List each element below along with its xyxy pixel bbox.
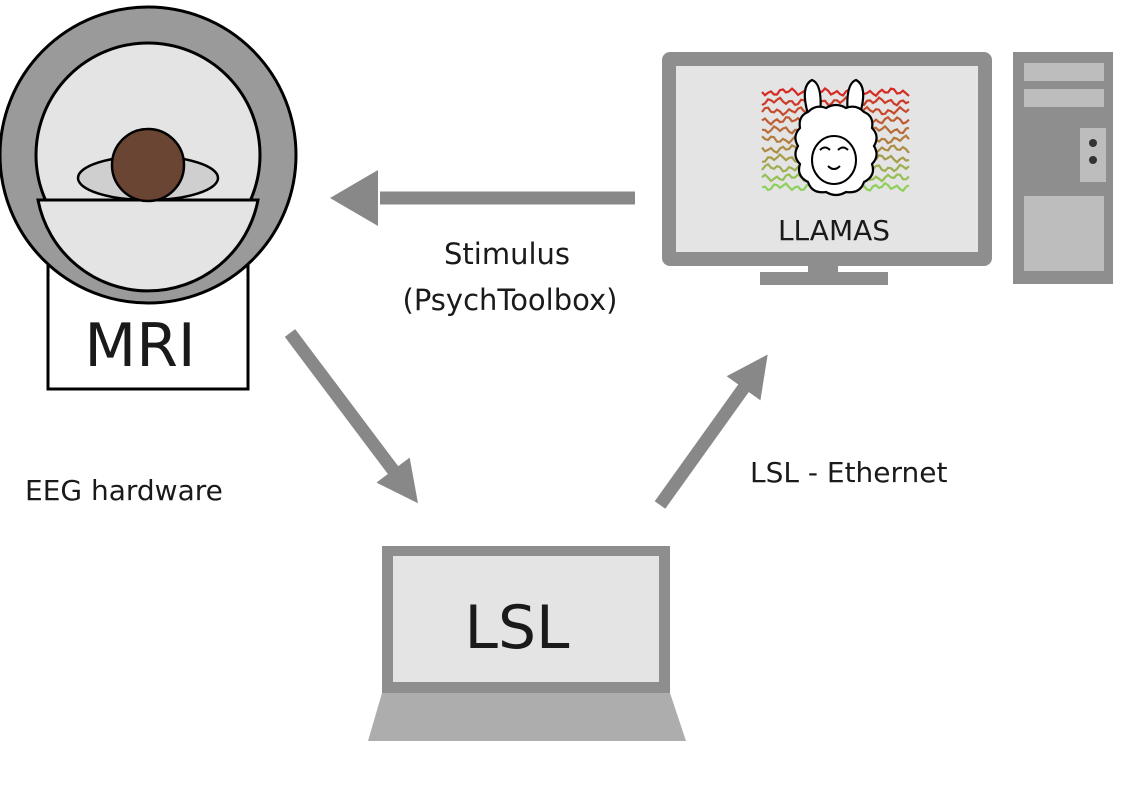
tower-panel — [1080, 128, 1106, 182]
mri-label: MRI — [84, 311, 195, 381]
screen-label: LLAMAS — [778, 214, 890, 247]
llama-mouth — [827, 165, 841, 170]
reset-button-icon — [1089, 156, 1097, 164]
mri-table — [36, 198, 260, 293]
lsl-ethernet-arrow — [654, 354, 768, 509]
stimulus-arrowhead — [330, 170, 378, 226]
laptop-label: LSL — [465, 593, 571, 663]
llama-logo-icon — [794, 78, 878, 197]
llama-face — [811, 135, 857, 185]
llama-eye-right — [837, 146, 849, 151]
lsl-arrow-shaft — [654, 354, 768, 509]
laptop-screen — [393, 556, 659, 682]
stimulus-sublabel: (PsychToolbox) — [403, 283, 618, 317]
drive-bay-2 — [1024, 89, 1104, 107]
power-button-icon — [1089, 139, 1097, 147]
eeg-hardware-label: EEG hardware — [25, 474, 223, 507]
llama-eye-left — [819, 146, 831, 151]
laptop-icon: LSL — [368, 546, 686, 741]
eeg-trace — [761, 87, 910, 98]
eeg-arrow-shaft — [284, 329, 418, 504]
eeg-to-lsl-arrow — [284, 329, 418, 504]
patient-head-icon — [110, 127, 186, 203]
laptop-base — [368, 693, 686, 741]
eeg-trace — [761, 95, 910, 107]
monitor-stand — [760, 272, 888, 285]
monitor-neck — [808, 266, 838, 274]
stimulus-label: Stimulus — [444, 237, 570, 271]
drive-bay-1 — [1024, 63, 1104, 81]
tower-lower-panel — [1024, 196, 1104, 271]
stimulus-arrow — [330, 170, 635, 226]
mri-scanner-icon: MRI — [0, 5, 298, 391]
lsl-ethernet-label: LSL - Ethernet — [750, 456, 948, 489]
